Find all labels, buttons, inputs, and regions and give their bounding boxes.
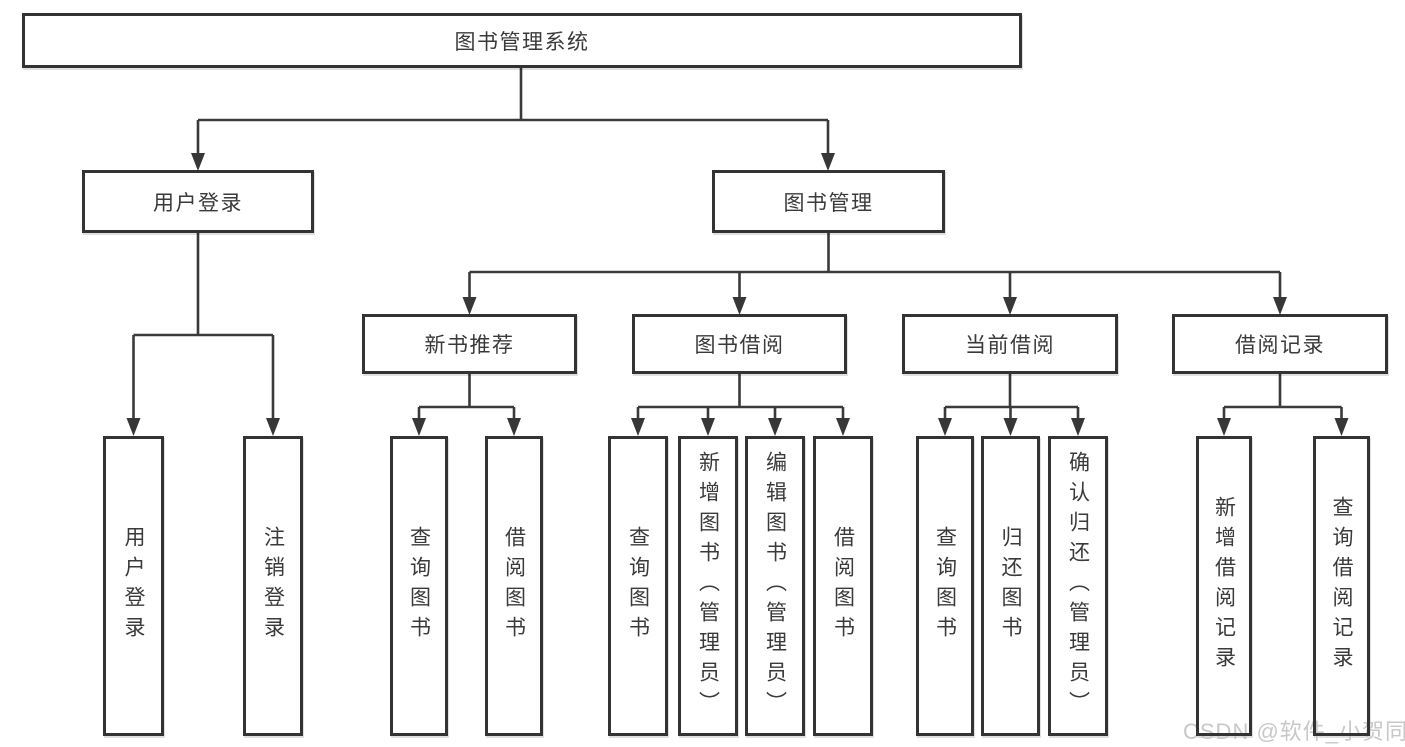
node-label: 编辑图书（管理员） <box>763 451 787 721</box>
connector-current-to-leaves <box>943 374 1080 421</box>
node-new-book-recommendation: 新书推荐 <box>362 314 577 374</box>
connector-newbook-to-leaves <box>417 374 516 421</box>
leaf-user-login: 用户登录 <box>103 436 164 736</box>
node-label: 新书推荐 <box>424 334 515 357</box>
arrow-down-icon <box>507 418 521 436</box>
arrow-down-icon <box>768 418 782 436</box>
node-label: 查询图书 <box>626 526 650 646</box>
node-label: 借阅图书 <box>831 526 855 646</box>
leaf-query-borrow-record: 查询借阅记录 <box>1313 436 1370 736</box>
leaf-query-books-recommend: 查询图书 <box>390 436 448 736</box>
arrow-down-icon <box>266 418 280 436</box>
node-label: 查询图书 <box>407 526 431 646</box>
arrow-down-icon <box>462 297 477 315</box>
arrow-down-icon <box>1071 418 1085 436</box>
connector-borrow-to-leaves <box>636 374 845 421</box>
node-label: 新增借阅记录 <box>1212 496 1236 676</box>
leaf-query-books-current: 查询图书 <box>916 436 974 736</box>
node-label: 注销登录 <box>261 526 285 646</box>
node-label: 查询借阅记录 <box>1330 496 1353 676</box>
leaf-return-books: 归还图书 <box>981 436 1040 736</box>
node-book-management: 图书管理 <box>712 170 945 233</box>
arrow-down-icon <box>938 418 952 436</box>
arrow-down-icon <box>191 153 205 171</box>
leaf-logout: 注销登录 <box>243 436 303 736</box>
arrow-down-icon <box>1003 418 1018 436</box>
node-label: 用户登录 <box>153 191 243 215</box>
arrow-down-icon <box>1217 418 1231 436</box>
node-label: 确认归还（管理员） <box>1066 451 1090 721</box>
connector-root-to-level2 <box>196 68 830 156</box>
node-label: 当前借阅 <box>965 334 1055 357</box>
node-label: 图书借阅 <box>694 334 785 357</box>
leaf-add-book-admin: 新增图书（管理员） <box>678 436 738 736</box>
connector-records-to-leaves <box>1222 374 1343 421</box>
node-label: 借阅图书 <box>502 526 526 646</box>
arrow-down-icon <box>126 418 141 436</box>
arrow-down-icon <box>821 153 835 171</box>
node-borrowing-records: 借阅记录 <box>1172 314 1388 374</box>
leaf-borrow-books-recommend: 借阅图书 <box>485 436 543 736</box>
node-label: 图书管理系统 <box>454 30 590 54</box>
csdn-watermark: CSDN @软件_小贺同学 <box>1183 719 1405 744</box>
arrow-down-icon <box>732 297 747 315</box>
arrow-down-icon <box>1003 297 1017 315</box>
node-label: 借阅记录 <box>1235 334 1325 357</box>
node-library-management-system: 图书管理系统 <box>22 13 1022 68</box>
node-label: 查询图书 <box>933 526 957 646</box>
node-label: 图书管理 <box>783 191 874 215</box>
leaf-query-books-borrow: 查询图书 <box>608 436 668 736</box>
arrow-down-icon <box>631 418 645 436</box>
leaf-confirm-return-admin: 确认归还（管理员） <box>1048 436 1108 736</box>
arrow-down-icon <box>836 418 850 436</box>
node-current-borrowing: 当前借阅 <box>902 314 1118 374</box>
node-label: 新增图书（管理员） <box>696 451 720 721</box>
node-user-login: 用户登录 <box>82 170 314 233</box>
leaf-edit-book-admin: 编辑图书（管理员） <box>745 436 805 736</box>
arrow-down-icon <box>1273 297 1287 315</box>
connector-bookmgmt-to-level3 <box>468 233 1282 299</box>
connector-userlogin-to-leaves <box>132 233 275 421</box>
arrow-down-icon <box>701 418 715 436</box>
node-book-borrowing: 图书借阅 <box>632 314 847 374</box>
leaf-borrow-books-borrow: 借阅图书 <box>813 436 873 736</box>
arrow-down-icon <box>412 418 426 436</box>
arrow-down-icon <box>1334 418 1349 436</box>
node-label: 归还图书 <box>999 526 1022 646</box>
node-label: 用户登录 <box>122 526 145 646</box>
leaf-add-borrow-record: 新增借阅记录 <box>1196 436 1252 736</box>
